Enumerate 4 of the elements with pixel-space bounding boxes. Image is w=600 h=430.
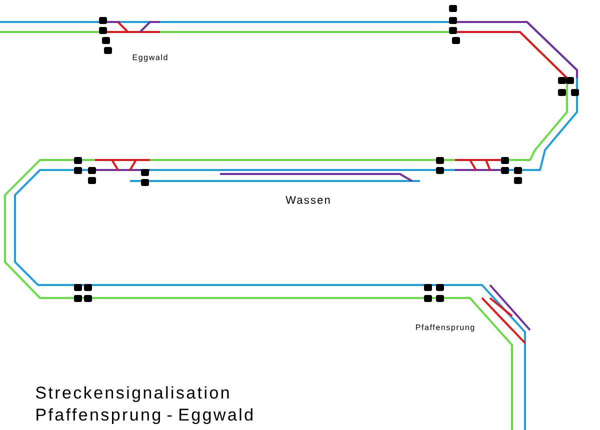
station-name: Wassen	[286, 196, 330, 204]
station-name: Pfaffensprung	[416, 324, 474, 332]
station-name: Eggwald	[132, 54, 168, 62]
title: Streckensignalisation Pfaffensprung - Eggwald	[36, 386, 252, 424]
